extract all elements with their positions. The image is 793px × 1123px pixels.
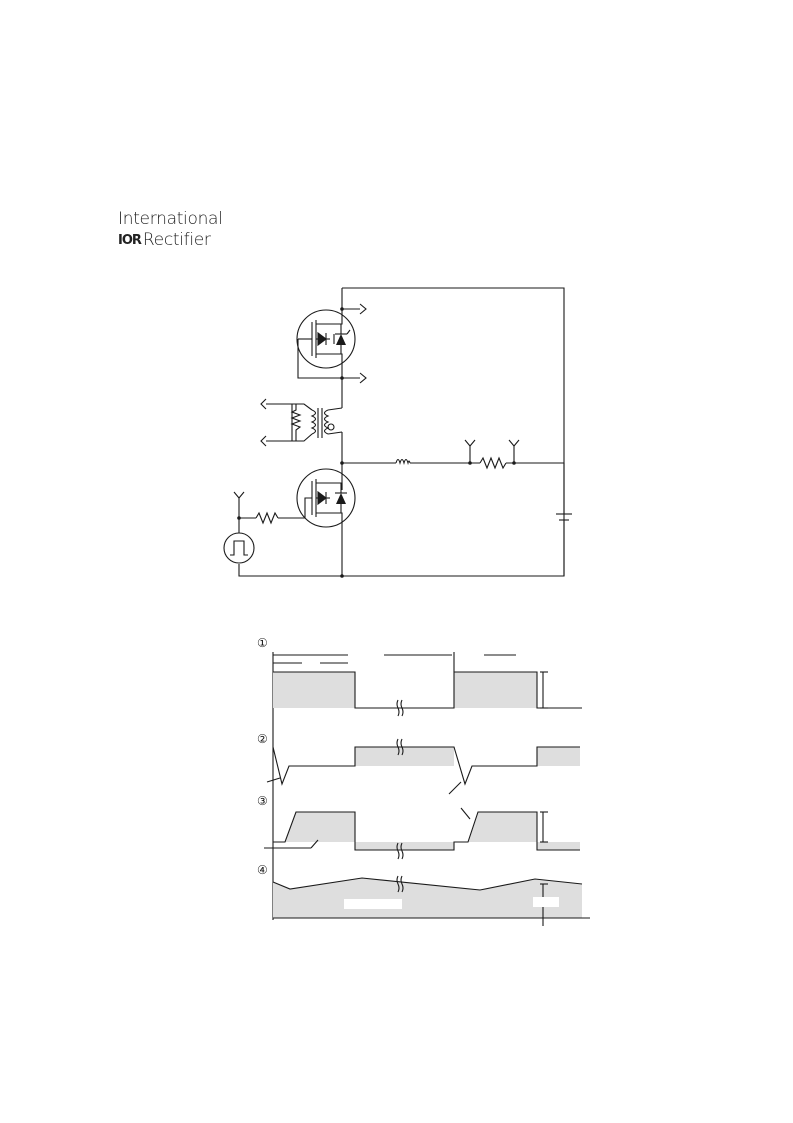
circuit-wires [238,287,565,577]
waveform-label-1: ① [257,636,268,650]
ior-logo-mark: IOR [118,233,142,248]
logo-rectifier-word: Rectifier [142,230,211,250]
waveform-1-gate-drive [273,671,582,709]
square-pulse-icon [223,532,255,564]
waveform-4-body-diode-current [272,877,590,926]
dc-source-icon [556,463,572,576]
gate-resistor-icon [255,511,279,525]
junction-dots [237,307,516,578]
probe-terminal-icon [233,303,520,505]
upper-mosfet-icon [296,309,356,379]
waveform-3-drain-voltage [264,807,580,851]
waveform-label-4: ④ [257,863,268,877]
current-transformer-icon [284,403,343,442]
logo-line-international: International [118,209,223,229]
inductor-icon [395,458,411,466]
lower-mosfet-icon [296,468,356,528]
axis-break-icon [396,699,404,893]
waveform-2-drain-current [266,746,580,795]
waveform-label-3: ③ [257,794,268,808]
waveform-label-2: ② [257,732,268,746]
shunt-resistor-icon [479,456,507,470]
